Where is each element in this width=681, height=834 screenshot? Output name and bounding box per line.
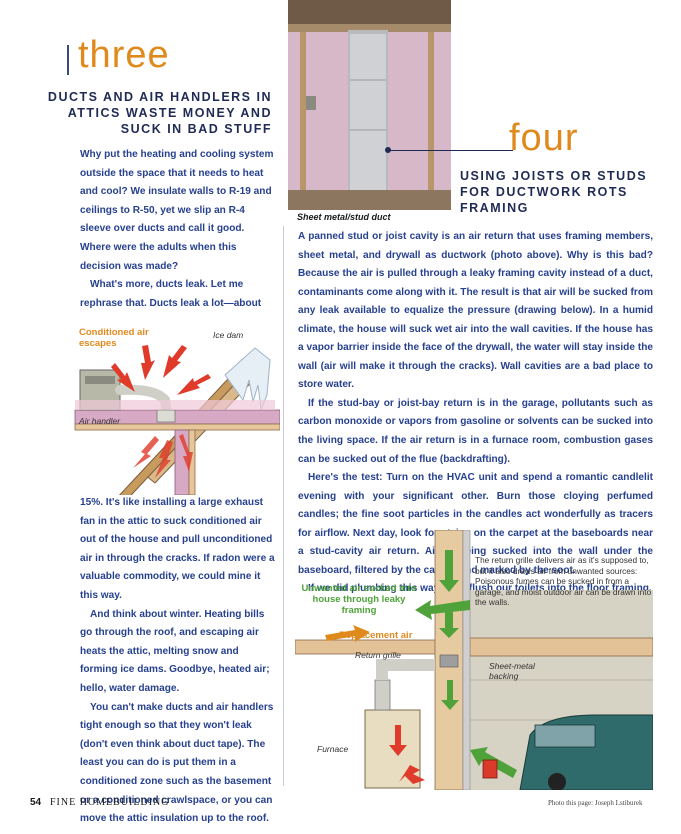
attic-illustration: Conditioned air escapes Ice dam Air hand… (55, 300, 281, 507)
attic-drawing (74, 345, 281, 507)
callout-line (388, 150, 513, 151)
photo-art (288, 0, 451, 210)
section-four-heading: USING JOISTS OR STUDS FOR DUCTWORK ROTS … (460, 169, 648, 215)
paragraph: And think about winter. Heating bills go… (80, 608, 270, 694)
column-divider (283, 226, 284, 786)
section-four-number: four (509, 117, 579, 159)
paragraph: 15%. It's like installing a large exhaus… (80, 497, 275, 601)
label-conditioned-air: Conditioned air escapes (79, 327, 149, 349)
section-three-text-top: Why put the heating and cooling system o… (80, 146, 275, 313)
section-three-heading: DUCTS AND AIR HANDLERS IN ATTICS WASTE M… (47, 90, 272, 136)
paragraph: If the stud-bay or joist-bay return is i… (298, 397, 653, 465)
photo-caption: Sheet metal/stud duct (297, 212, 391, 222)
label-return-grille: Return grille (355, 650, 401, 660)
page-number: 54 (30, 797, 42, 808)
paragraph: A panned stud or joist cavity is an air … (298, 231, 653, 391)
section-three-number: three (78, 34, 170, 76)
stud-return-drawing (294, 529, 654, 791)
photo-credit: Photo this page: Joseph Lstiburek (548, 799, 643, 807)
stud-return-illustration: The return grille delivers air as it's s… (294, 529, 654, 791)
label-unwanted-air: Unwanted air sucked into house through l… (301, 583, 417, 616)
paragraph: If we did plumbing this way, we'd flush … (308, 583, 652, 595)
label-ice-dam: Ice dam (213, 330, 244, 340)
label-replacement-air: Replacement air (339, 630, 413, 641)
label-return-grille-note: The return grille delivers air as it's s… (475, 555, 652, 607)
section-four-text: A panned stud or joist cavity is an air … (298, 228, 653, 599)
stud-duct-photo (288, 0, 451, 210)
heading-rule (67, 45, 69, 75)
section-three-text-bottom: 15%. It's like installing a large exhaus… (80, 494, 275, 829)
magazine-name: FINE HOMEBUILDING (50, 797, 170, 808)
paragraph: You can't make ducts and air handlers ti… (80, 701, 274, 825)
paragraph: What's more, ducts leak. Let me rephrase… (80, 279, 262, 309)
label-sheet-metal: Sheet-metal backing (489, 661, 535, 681)
paragraph: Why put the heating and cooling system o… (80, 149, 274, 272)
label-furnace: Furnace (317, 744, 349, 754)
label-air-handler: Air handler (79, 416, 121, 426)
